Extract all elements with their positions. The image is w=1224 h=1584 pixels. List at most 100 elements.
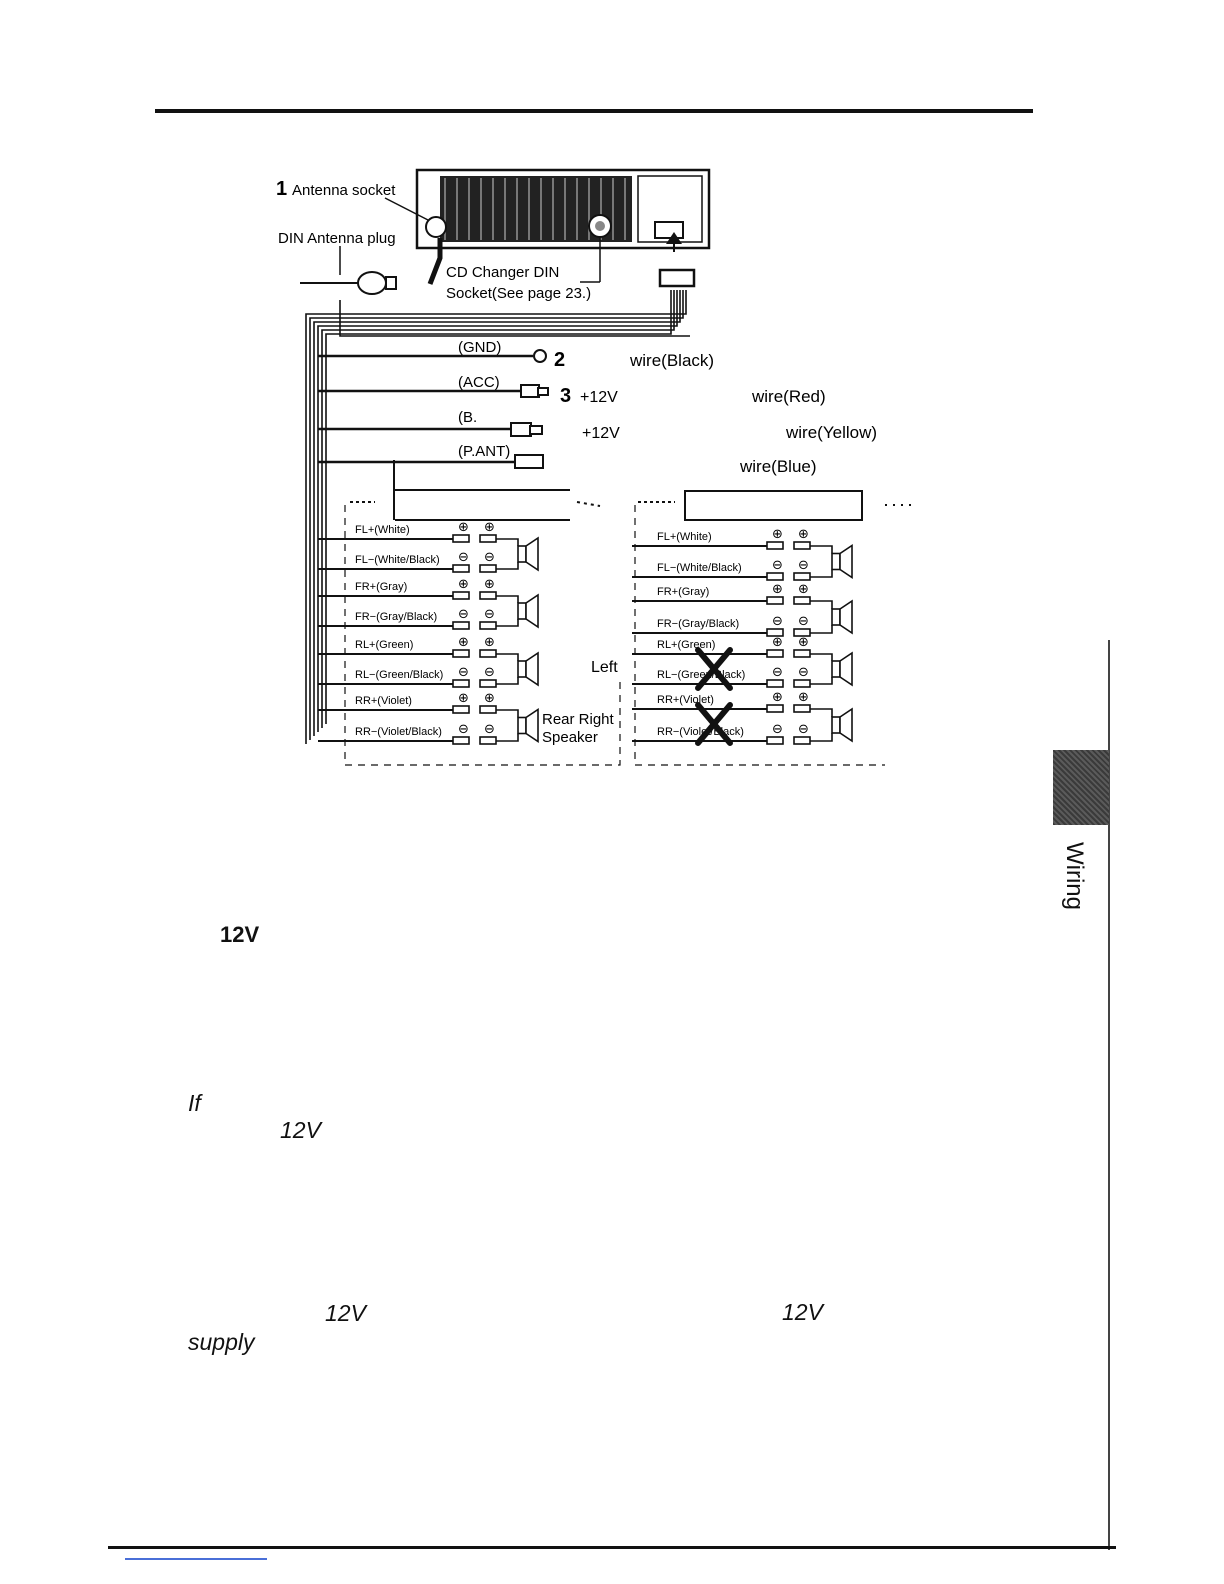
speaker-wire-label: RR+(Violet) [657, 694, 714, 706]
antenna-number: 1 [276, 178, 287, 200]
acc-voltage: +12V [580, 389, 618, 406]
speaker-terminal [479, 736, 497, 745]
speaker-cone [839, 707, 853, 743]
polarity-mark: ⊕ [772, 634, 783, 649]
speaker-icon [831, 608, 841, 626]
text-12v-a: 12V [280, 1117, 321, 1143]
rear-right-label-1: Rear Right [542, 711, 615, 728]
speaker-cone [839, 599, 853, 635]
speaker-terminal [793, 704, 811, 713]
pant-wire-label: wire(Blue) [739, 457, 817, 476]
speaker-wire-label: RR+(Violet) [355, 695, 412, 707]
wire-terminal [766, 679, 784, 688]
speaker-icon [517, 602, 527, 620]
harness-wire [309, 290, 684, 740]
speaker-icon [831, 552, 841, 571]
polarity-mark: ⊖ [798, 664, 809, 679]
polarity-mark: ⊖ [458, 606, 469, 621]
polarity-mark: ⊕ [458, 576, 469, 591]
polarity-mark: ⊕ [484, 634, 495, 649]
wire-terminal [766, 572, 784, 581]
gnd-wire-label: wire(Black) [629, 351, 714, 370]
text-12v-b: 12V [325, 1300, 366, 1326]
wire-terminal [766, 649, 784, 658]
speaker-icon [517, 716, 527, 735]
wire-terminal [452, 736, 470, 745]
speaker-icon [831, 716, 841, 734]
side-tab-label: Wiring [1061, 842, 1088, 911]
polarity-mark: ⊖ [798, 721, 809, 736]
text-if: If [188, 1090, 201, 1116]
speaker-wire-label: FR+(Gray) [355, 581, 407, 593]
wire-terminal [452, 564, 470, 573]
speaker-cone [525, 708, 539, 743]
speaker-cone [525, 651, 539, 687]
speaker-terminal [793, 679, 811, 688]
wire-terminal [452, 705, 470, 714]
diagram-labels: 1 Antenna socket DIN Antenna plug CD Cha… [276, 178, 877, 746]
bottom-blue-rule [125, 1558, 267, 1560]
top-rule [155, 109, 1033, 113]
antenna-plug [300, 271, 397, 295]
wire-terminal [766, 628, 784, 637]
rear-right-label-2: Speaker [542, 729, 598, 746]
wire-terminal [452, 534, 470, 543]
cd-changer-label-1: CD Changer DIN [446, 264, 559, 281]
harness-wire [339, 300, 690, 337]
text-12v-bold: 12V [220, 922, 260, 947]
text-supply: supply [188, 1329, 255, 1355]
side-margin-line [1108, 640, 1110, 1550]
polarity-mark: ⊕ [798, 581, 809, 596]
speaker-wire-label: FL+(White) [355, 524, 410, 536]
speaker-wire-label: FR−(Gray/Black) [355, 611, 437, 623]
speaker-terminal [479, 679, 497, 688]
side-tab[interactable]: Wiring [1052, 842, 1092, 922]
polarity-mark: ⊖ [458, 664, 469, 679]
speaker-terminal [479, 649, 497, 658]
speaker-cone [839, 651, 853, 687]
speaker-terminal [479, 564, 497, 573]
polarity-mark: ⊖ [458, 721, 469, 736]
polarity-mark: ⊕ [798, 526, 809, 541]
wire-terminal [766, 596, 784, 605]
speaker-wire-label: FL+(White) [657, 531, 712, 543]
speaker-terminal [479, 591, 497, 600]
harness-wire [313, 290, 681, 736]
power-connectors [510, 349, 549, 469]
boxes [344, 460, 915, 766]
speaker-wire-label: FR+(Gray) [657, 586, 709, 598]
polarity-mark: ⊖ [458, 549, 469, 564]
polarity-mark: ⊖ [484, 721, 495, 736]
polarity-mark: ⊕ [484, 576, 495, 591]
disabled-cross-rear-left [695, 647, 733, 691]
polarity-mark: ⊖ [798, 557, 809, 572]
polarity-mark: ⊕ [484, 690, 495, 705]
speaker-terminal [479, 705, 497, 714]
batt-tag: (B. [458, 409, 477, 426]
din-antenna-plug-label: DIN Antenna plug [278, 230, 396, 247]
speaker-wire-label: FL−(White/Black) [657, 562, 742, 574]
wire-terminal [452, 679, 470, 688]
speaker-wire-label: FR−(Gray/Black) [657, 618, 739, 630]
acc-tag: (ACC) [458, 374, 500, 391]
polarity-mark: ⊕ [458, 690, 469, 705]
polarity-mark: ⊕ [772, 526, 783, 541]
speaker-icon [517, 545, 527, 563]
gnd-tag: (GND) [458, 339, 501, 356]
speaker-cone [525, 536, 539, 572]
harness-wire [321, 290, 675, 728]
speaker-lead [810, 600, 833, 634]
speaker-terminal [479, 621, 497, 630]
speaker-lead [496, 709, 519, 742]
speaker-terminal [793, 596, 811, 605]
bottom-rule [108, 1546, 1116, 1549]
polarity-mark: ⊖ [484, 664, 495, 679]
speaker-terminal [793, 649, 811, 658]
disabled-cross-rear-right [695, 702, 733, 746]
side-tab-block [1053, 750, 1109, 825]
speaker-icon [517, 660, 527, 678]
text-12v-c: 12V [782, 1299, 823, 1325]
wire-terminal [452, 649, 470, 658]
speaker-terminal [793, 736, 811, 745]
left-speaker-group: FL+(White)⊕⊕FL−(White/Black)⊖⊖FR+(Gray)⊕… [318, 519, 539, 745]
